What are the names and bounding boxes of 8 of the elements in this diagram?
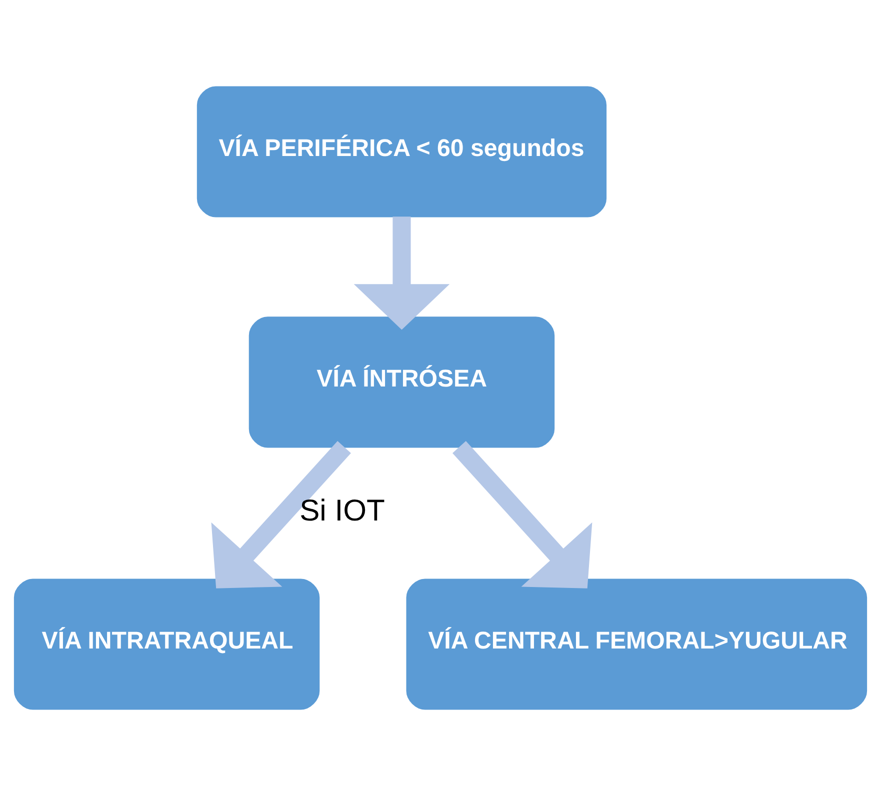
arrow <box>354 216 450 330</box>
edge-label: Si IOT <box>300 494 385 528</box>
node-box: VÍA PERIFÉRICA < 60 segundos <box>196 86 607 217</box>
arrow <box>452 440 592 588</box>
arrow <box>211 440 351 588</box>
node-box: VÍA CENTRAL FEMORAL>YUGULAR <box>406 578 868 710</box>
node-box: VÍA ÍNTRÓSEA <box>248 316 555 448</box>
node-box: VÍA INTRATRAQUEAL <box>14 578 320 710</box>
